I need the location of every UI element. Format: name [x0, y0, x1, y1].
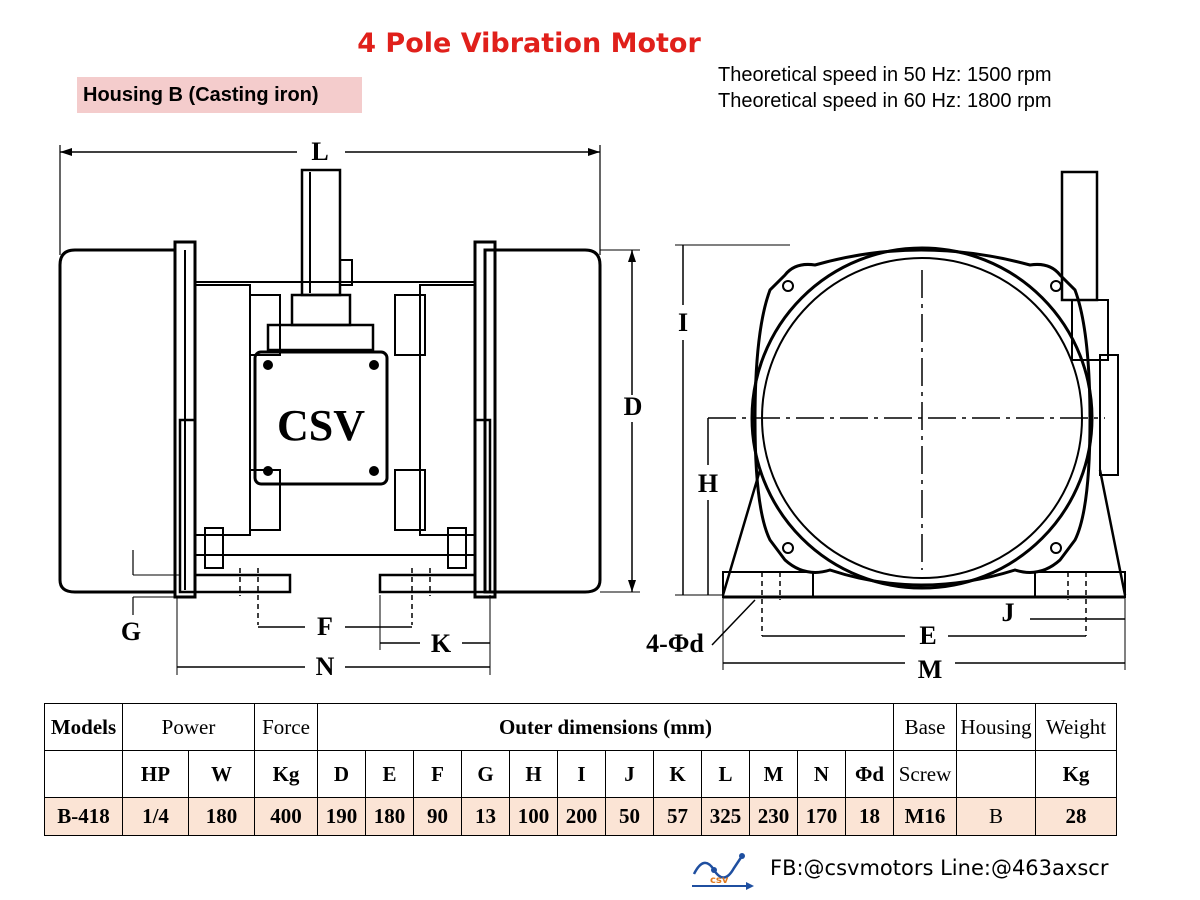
- subheader-cell: F: [413, 750, 462, 798]
- table-cell: 57: [653, 797, 702, 836]
- dim-label-m: M: [918, 655, 943, 684]
- header-cell: Weight: [1035, 703, 1117, 751]
- motor-dimension-drawing: L CSV D G F K N I H 4-Φd E J M: [58, 137, 1127, 684]
- subheader-cell: G: [461, 750, 510, 798]
- table-cell: B-418: [44, 797, 123, 836]
- table-row: B-418 1/4 180 400 190 180 90 13 100 200 …: [44, 797, 1117, 836]
- dim-label-l: L: [311, 137, 328, 166]
- header-cell: Outer dimensions (mm): [317, 703, 894, 751]
- subheader-cell: Kg: [254, 750, 318, 798]
- logo-text: csv: [710, 875, 729, 886]
- dim-label-g: G: [121, 617, 141, 646]
- subheader-cell: W: [188, 750, 255, 798]
- subheader-cell: HP: [122, 750, 189, 798]
- header-cell: Housing: [956, 703, 1036, 751]
- subheader-cell: J: [605, 750, 654, 798]
- table-cell: 325: [701, 797, 750, 836]
- header-cell: Power: [122, 703, 255, 751]
- subheader-cell: Φd: [845, 750, 894, 798]
- terminal-box-brand: CSV: [277, 401, 365, 450]
- dim-label-n: N: [316, 652, 335, 681]
- speed-60hz: Theoretical speed in 60 Hz: 1800 rpm: [718, 90, 1052, 112]
- dim-label-e: E: [919, 621, 936, 650]
- front-view: [675, 170, 1127, 670]
- side-view: [58, 145, 640, 675]
- subheader-cell: N: [797, 750, 846, 798]
- table-cell: 28: [1035, 797, 1117, 836]
- table-cell: 230: [749, 797, 798, 836]
- subheader-cell: L: [701, 750, 750, 798]
- header-cell: Base: [893, 703, 957, 751]
- subheader-cell: [956, 750, 1036, 798]
- subheader-cell: E: [365, 750, 414, 798]
- footer: csv FB:@csvmotors Line:@463axscr: [690, 848, 1150, 892]
- housing-label: Housing B (Casting iron): [77, 77, 362, 113]
- dim-label-d: D: [624, 392, 643, 421]
- subheader-cell: D: [317, 750, 366, 798]
- dim-label-f: F: [317, 612, 333, 641]
- table-cell: 200: [557, 797, 606, 836]
- table-cell: 190: [317, 797, 366, 836]
- dim-label-j: J: [1002, 598, 1015, 627]
- table-header-row: Models Power Force Outer dimensions (mm)…: [44, 703, 1117, 751]
- dim-label-k: K: [431, 629, 452, 658]
- subheader-cell: Screw: [893, 750, 957, 798]
- contact-info: FB:@csvmotors Line:@463axscr: [770, 856, 1109, 880]
- csv-logo-icon: csv: [692, 853, 754, 890]
- subheader-cell: H: [509, 750, 558, 798]
- dim-label-h: H: [698, 469, 718, 498]
- table-cell: 18: [845, 797, 894, 836]
- subheader-cell: K: [653, 750, 702, 798]
- subheader-cell: M: [749, 750, 798, 798]
- specification-table: Models Power Force Outer dimensions (mm)…: [44, 703, 1117, 836]
- table-cell: M16: [893, 797, 957, 836]
- subheader-cell: Kg: [1035, 750, 1117, 798]
- table-cell: 400: [254, 797, 318, 836]
- table-cell: B: [956, 797, 1036, 836]
- page-title: 4 Pole Vibration Motor: [357, 28, 701, 59]
- table-cell: 50: [605, 797, 654, 836]
- table-cell: 13: [461, 797, 510, 836]
- table-cell: 1/4: [122, 797, 189, 836]
- header-cell: Models: [44, 703, 123, 751]
- speed-50hz: Theoretical speed in 50 Hz: 1500 rpm: [718, 64, 1052, 86]
- table-cell: 180: [365, 797, 414, 836]
- table-subheader-row: HP W Kg D E F G H I J K L M N Φd Screw K…: [44, 750, 1117, 798]
- table-cell: 180: [188, 797, 255, 836]
- subheader-cell: I: [557, 750, 606, 798]
- table-cell: 170: [797, 797, 846, 836]
- subheader-cell: [44, 750, 123, 798]
- table-cell: 90: [413, 797, 462, 836]
- dim-label-hole: 4-Φd: [646, 629, 704, 658]
- table-cell: 100: [509, 797, 558, 836]
- dim-label-i: I: [678, 308, 688, 337]
- header-cell: Force: [254, 703, 318, 751]
